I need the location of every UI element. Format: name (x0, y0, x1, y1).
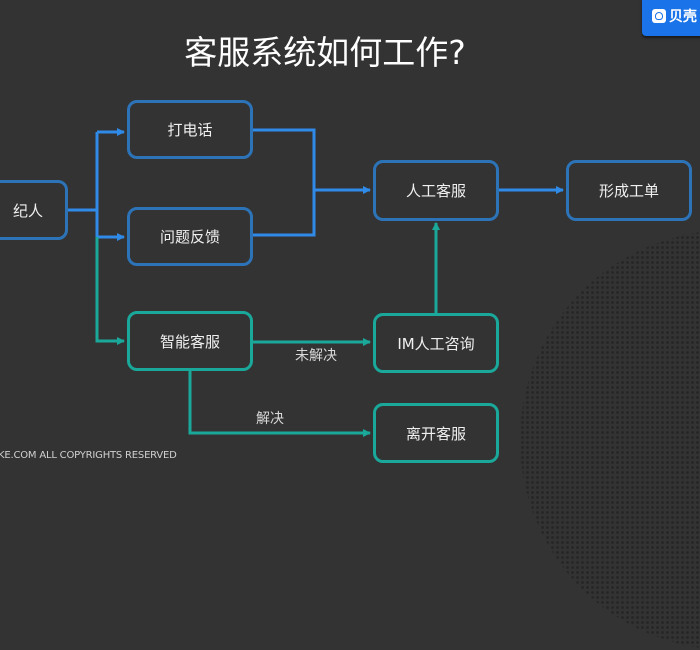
node-im-consult-label: IM人工咨询 (397, 334, 475, 353)
node-broker-label: 纪人 (12, 201, 43, 220)
node-smart-service-label: 智能客服 (159, 332, 220, 351)
node-leave-service: 离开客服 (373, 403, 499, 463)
node-broker: 纪人 (0, 180, 68, 240)
node-issue-feedback-label: 问题反馈 (159, 228, 220, 246)
node-human-service: 人工客服 (373, 160, 499, 221)
flow-connectors (68, 128, 564, 437)
node-issue-feedback: 问题反馈 (127, 207, 253, 266)
copyright-footer: KE.COM ALL COPYRIGHTS RESERVED (0, 450, 177, 461)
brand-logo-text: 贝壳 (669, 9, 697, 25)
node-human-service-label: 人工客服 (405, 182, 466, 200)
edge-label-unresolved: 未解决 (295, 348, 337, 364)
node-im-consult: IM人工咨询 (373, 313, 499, 373)
brand-logo-badge: 贝壳 (642, 0, 700, 36)
edge-label-resolved: 解决 (256, 411, 284, 427)
node-leave-service-label: 离开客服 (405, 424, 466, 443)
node-phone-call: 打电话 (127, 100, 253, 159)
page-title: 客服系统如何工作? (184, 33, 466, 72)
node-smart-service: 智能客服 (127, 311, 253, 371)
node-work-order-label: 形成工单 (598, 182, 659, 200)
node-phone-call-label: 打电话 (167, 121, 213, 139)
node-work-order: 形成工单 (566, 160, 692, 221)
beike-logo-icon (652, 9, 666, 23)
